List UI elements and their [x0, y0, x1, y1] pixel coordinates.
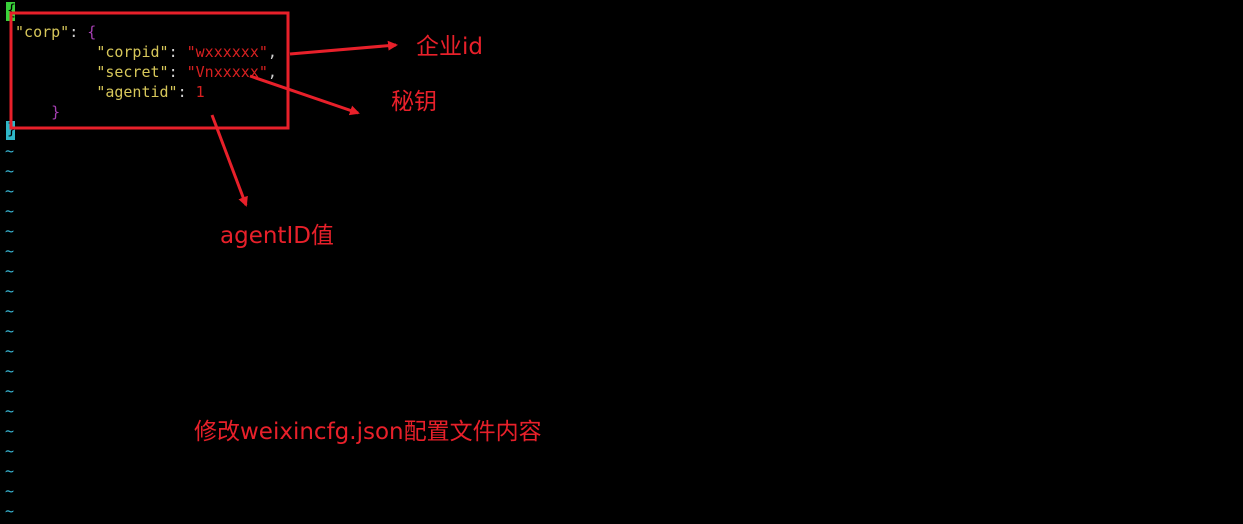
corpid-annotation-label: 企业id: [416, 34, 483, 60]
open-brace: {: [87, 23, 97, 41]
empty-line-tilde: ~: [5, 282, 15, 300]
json-value-corpid: "wxxxxxx": [186, 43, 268, 61]
empty-line-tilde: ~: [5, 162, 15, 180]
code-line-5[interactable]: }: [6, 102, 60, 122]
empty-line-tilde: ~: [5, 182, 15, 200]
close-brace: }: [51, 103, 61, 121]
empty-line-tilde: ~: [5, 322, 15, 340]
empty-line-tilde: ~: [5, 222, 15, 240]
empty-line-tilde: ~: [5, 402, 15, 420]
empty-line-tilde: ~: [5, 482, 15, 500]
secret-annotation-label: 秘钥: [391, 89, 437, 115]
cursor-top-char: {: [7, 1, 17, 19]
json-value-secret: "Vnxxxxx": [186, 63, 268, 81]
empty-line-tilde: ~: [5, 362, 15, 380]
caption-annotation: 修改weixincfg.json配置文件内容: [194, 419, 542, 445]
empty-line-tilde: ~: [5, 342, 15, 360]
empty-line-tilde: ~: [5, 422, 15, 440]
code-line-3[interactable]: "secret": "Vnxxxxx",: [96, 63, 277, 81]
empty-line-tilde: ~: [5, 462, 15, 480]
empty-line-tilde: ~: [5, 442, 15, 460]
empty-line-tilde: ~: [5, 382, 15, 400]
code-line-4[interactable]: "agentid": 1: [96, 83, 205, 101]
empty-line-tilde: ~: [5, 142, 15, 160]
code-line-2[interactable]: "corpid": "wxxxxxx",: [96, 43, 277, 61]
json-key-corp: "corp": [15, 23, 70, 41]
empty-line-tilde: ~: [5, 262, 15, 280]
json-value-agentid: 1: [195, 83, 205, 101]
agentid-annotation-label: agentID值: [220, 223, 334, 249]
empty-line-tilde: ~: [5, 242, 15, 260]
empty-line-tilde: ~: [5, 302, 15, 320]
cursor-bottom-char: }: [7, 120, 17, 138]
code-line-1[interactable]: "corp": {: [15, 23, 97, 41]
json-key-corpid: "corpid": [96, 43, 169, 61]
empty-line-tilde: ~: [5, 502, 15, 520]
cursor-bottom: [6, 121, 15, 140]
json-key-agentid: "agentid": [96, 83, 178, 101]
json-key-secret: "secret": [96, 63, 169, 81]
empty-line-tilde: ~: [5, 202, 15, 220]
